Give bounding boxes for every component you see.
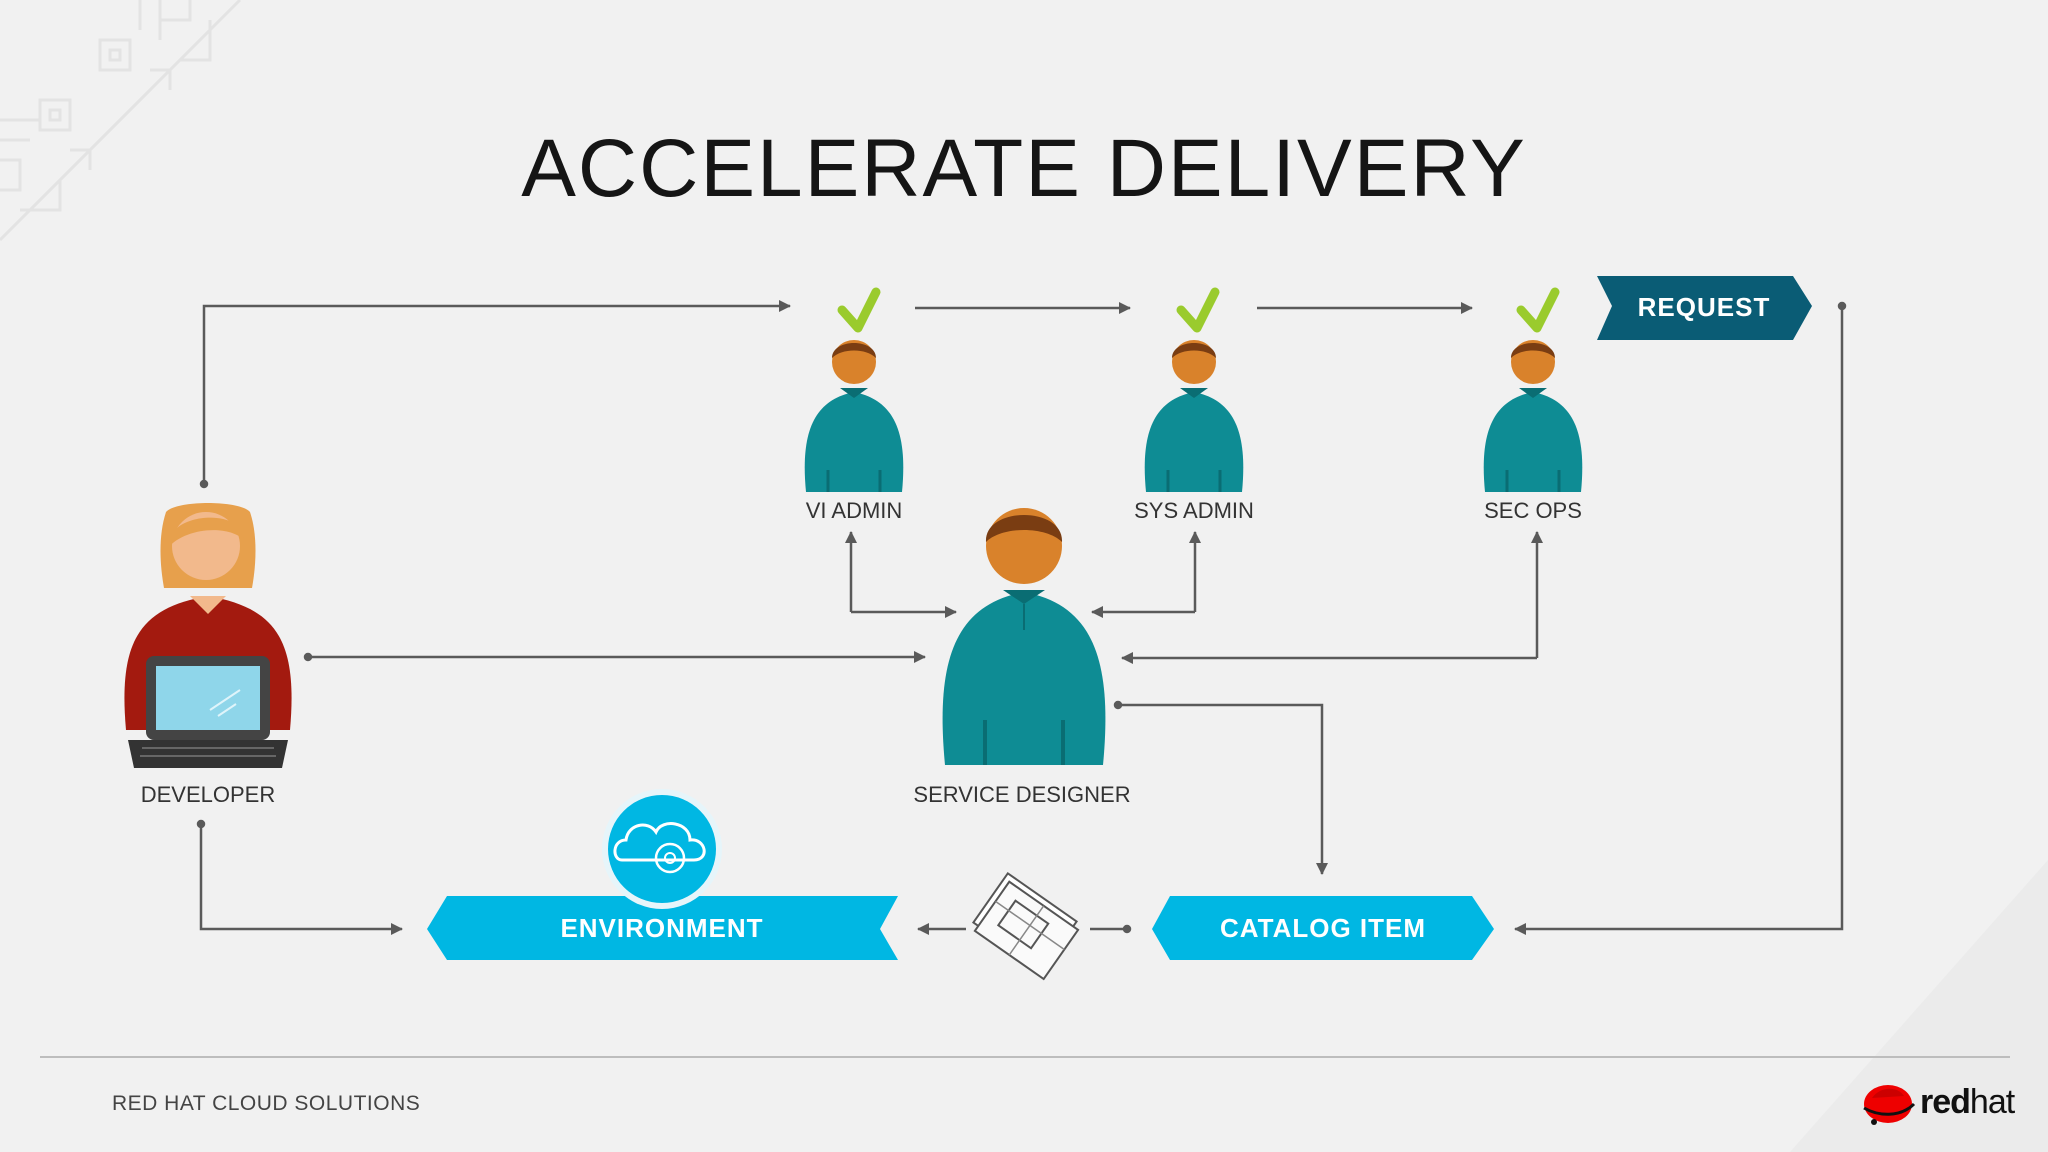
catalog-item-banner-label: CATALOG ITEM [1219, 913, 1427, 943]
redhat-wordmark: redhat [1920, 1083, 2015, 1122]
blueprint-icon [971, 871, 1080, 981]
arrow-developer-to-environment [199, 824, 403, 935]
arrow-designer-to-catalog [1118, 703, 1328, 875]
environment-banner-label: ENVIRONMENT [560, 913, 764, 943]
service-designer-label: SERVICE DESIGNER [913, 782, 1131, 807]
maze-pattern-icon [0, 0, 242, 242]
person-icon-vi-admin [804, 340, 904, 492]
person-icon-sec-ops [1483, 340, 1583, 492]
cloud-icon [602, 789, 722, 909]
vi-admin-label: VI ADMIN [805, 498, 903, 523]
footer-company-text: RED HAT CLOUD SOLUTIONS [112, 1092, 421, 1115]
arrow-developer-to-vi-admin [202, 300, 791, 484]
person-icon-developer [124, 503, 292, 768]
developer-label: DEVELOPER [140, 782, 276, 807]
catalog-item-banner [1152, 896, 1494, 960]
check-icon-vi-admin [837, 287, 881, 333]
check-icon-sec-ops [1516, 287, 1560, 333]
arrow-request-to-catalog [1514, 306, 1844, 935]
check-icon-sys-admin [1176, 287, 1220, 333]
diagonal-shape [1790, 860, 2048, 1152]
brand-regular-text: hat [1969, 1083, 2015, 1121]
redhat-logo-icon [1863, 1085, 1916, 1125]
environment-banner [427, 896, 898, 960]
person-icon-sys-admin [1144, 340, 1244, 492]
request-banner-label: REQUEST [1637, 292, 1771, 322]
connector-lines [196, 300, 1847, 935]
request-banner [1597, 276, 1812, 340]
sys-admin-label: SYS ADMIN [1134, 498, 1254, 523]
sec-ops-label: SEC OPS [1484, 498, 1582, 523]
brand-bold-text: red [1920, 1083, 1971, 1121]
page-title: ACCELERATE DELIVERY [521, 123, 1527, 214]
person-icon-service-designer [942, 508, 1106, 765]
